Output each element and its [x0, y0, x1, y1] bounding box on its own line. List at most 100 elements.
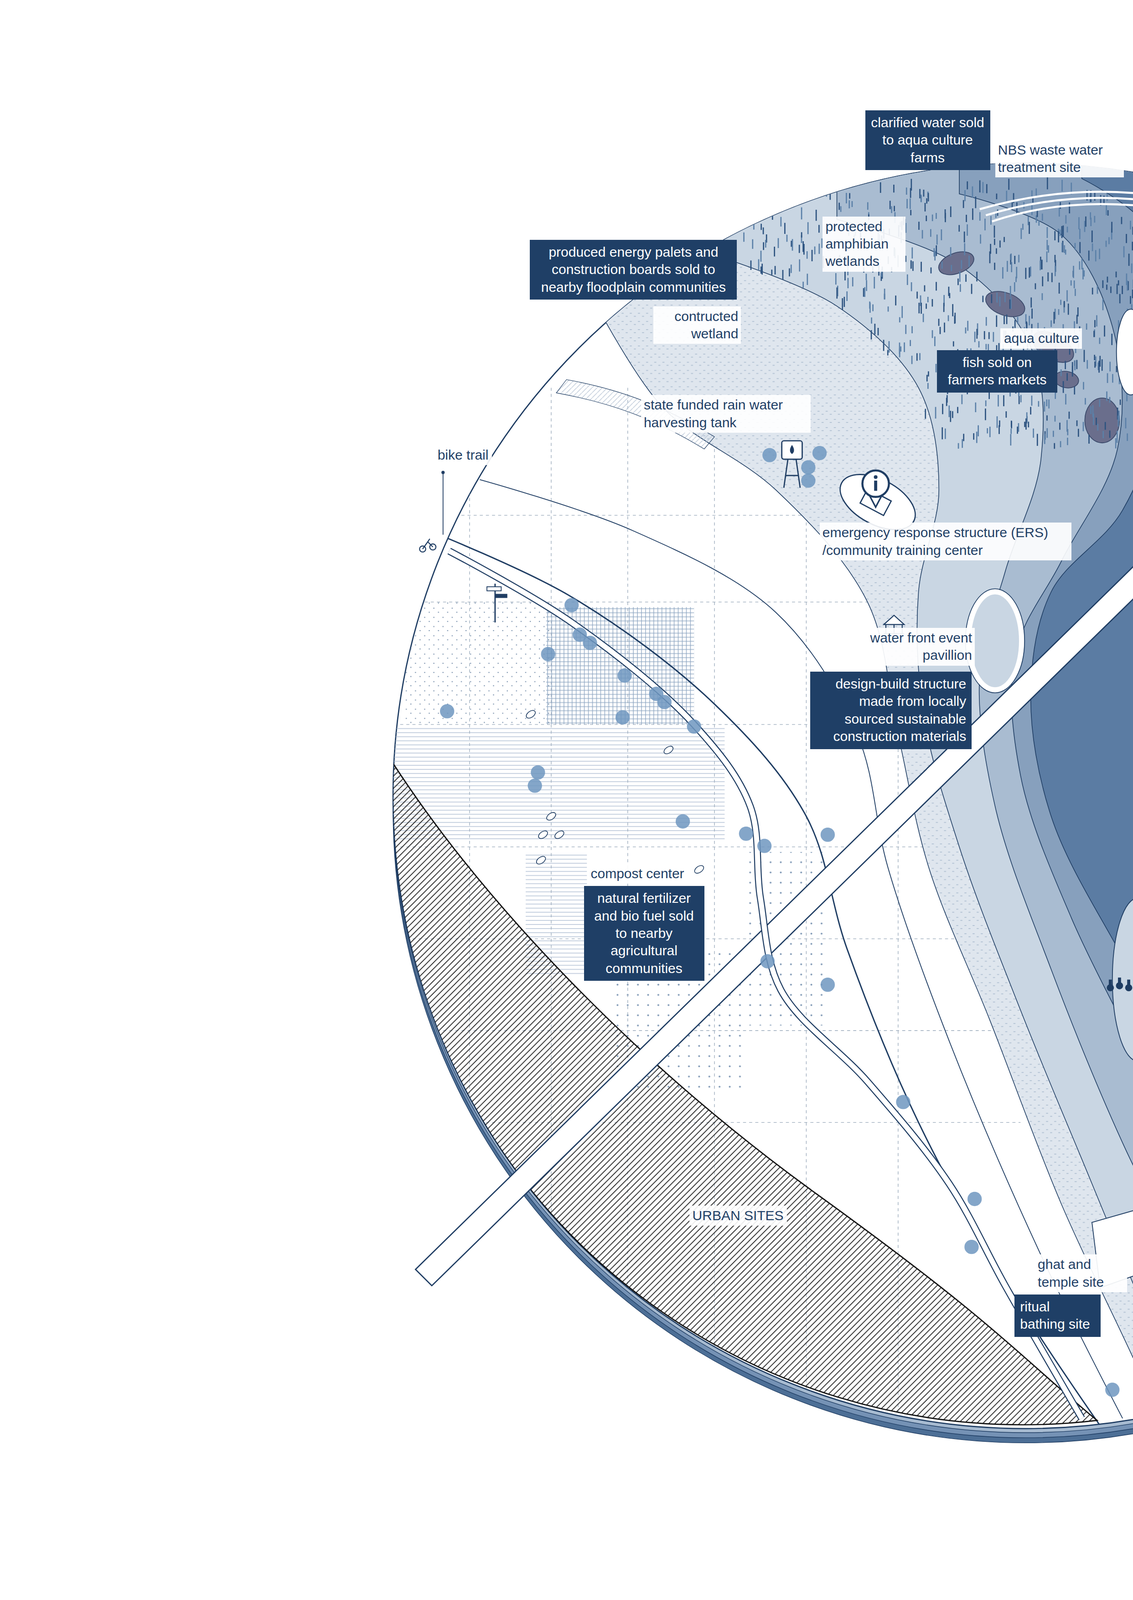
tree-dot [530, 765, 545, 780]
tree-mark [841, 298, 844, 311]
tree-mark [926, 374, 928, 382]
tree-mark [1091, 287, 1094, 295]
tree-mark [1065, 249, 1067, 255]
tree-mark [801, 207, 803, 220]
info-box: water front event pavilliondesign-build … [810, 671, 972, 750]
illustration-part [486, 586, 502, 591]
tree-mark [997, 394, 999, 407]
tree-mark [1119, 294, 1121, 304]
tree-mark [948, 405, 950, 418]
tree-mark [1053, 311, 1056, 324]
tree-dot [1105, 1382, 1120, 1397]
tree-mark [1030, 297, 1032, 308]
tree-mark [1022, 223, 1024, 230]
tree-mark [1126, 280, 1128, 291]
tree-mark [1093, 329, 1096, 337]
tree-mark [754, 182, 756, 190]
tree-mark [777, 237, 780, 249]
map-label: contructed wetland [653, 306, 741, 345]
tree-mark [998, 342, 1000, 351]
tree-dot [675, 814, 690, 829]
tree-mark [867, 202, 869, 211]
tree-mark [1068, 411, 1071, 420]
tree-mark [1131, 241, 1133, 251]
tree-mark [766, 206, 768, 213]
tree-mark [1043, 401, 1046, 412]
tree-mark [1041, 259, 1043, 270]
tree-mark [935, 212, 937, 219]
illustration-part [790, 444, 795, 455]
tree-mark [930, 267, 932, 274]
tree-mark [1018, 423, 1020, 432]
tree-mark [941, 403, 944, 415]
tree-mark [1132, 226, 1133, 235]
tree-mark [1020, 394, 1022, 403]
tree-mark [760, 223, 762, 231]
tree-mark [888, 341, 890, 353]
tree-mark [1029, 266, 1032, 277]
illustration-part [783, 459, 801, 488]
tree-mark [959, 270, 961, 282]
tree-mark [1029, 406, 1032, 415]
tree-mark [1078, 217, 1080, 230]
aquaculture-pond [935, 247, 978, 280]
tree-mark [1098, 248, 1101, 259]
tree-mark [996, 416, 999, 428]
box-text: clarified water sold to aqua culture far… [870, 113, 985, 167]
tree-mark [791, 238, 794, 251]
tree-mark [798, 244, 801, 254]
tree-mark [1050, 320, 1052, 328]
illustration-part [1117, 977, 1122, 983]
bike-icon [419, 538, 436, 553]
tree-mark [935, 406, 937, 419]
tree-mark [1077, 307, 1079, 317]
tree-mark [806, 251, 808, 259]
tree-mark [976, 431, 978, 444]
tree-mark [847, 278, 849, 289]
tree-mark [986, 184, 988, 194]
tree-mark [1066, 226, 1069, 233]
tree-mark [790, 240, 792, 247]
tree-mark [1110, 286, 1112, 293]
tree-dot [760, 953, 775, 968]
tree-mark [796, 184, 798, 191]
tree-mark [1077, 428, 1080, 437]
tree-mark [1016, 426, 1019, 435]
leaf-icon [524, 708, 537, 720]
tree-mark [1079, 242, 1081, 254]
tree-mark [1106, 284, 1108, 290]
map-label: emergency response structure (ERS) /comm… [819, 522, 1072, 561]
tree-mark [1082, 421, 1085, 431]
tree-mark [909, 198, 911, 210]
illustration-part [1127, 979, 1131, 985]
tree-mark [925, 303, 927, 310]
tree-mark [748, 211, 750, 218]
tree-mark [811, 249, 813, 262]
tree-mark [753, 195, 755, 207]
tree-mark [1051, 272, 1053, 283]
tree-mark [1060, 299, 1062, 305]
tree-mark [869, 302, 871, 313]
tree-mark [1096, 285, 1099, 294]
tree-mark [1044, 433, 1046, 444]
tree-mark [972, 208, 974, 220]
tree-mark [763, 212, 765, 220]
tree-mark [935, 245, 937, 256]
tree-mark [1073, 280, 1076, 289]
tree-mark [879, 182, 882, 193]
field-texture [403, 601, 551, 725]
tree-mark [1102, 299, 1104, 311]
illustration-part [883, 615, 905, 625]
tree-mark [943, 322, 946, 333]
tree-mark [1061, 226, 1063, 238]
tree-mark [1009, 285, 1012, 297]
tree-mark [1058, 282, 1061, 294]
tree-mark [762, 227, 765, 235]
tree-mark [1121, 217, 1123, 225]
tree-mark [714, 215, 716, 224]
tree-mark [798, 188, 801, 197]
tree-mark [751, 239, 754, 249]
tree-mark [836, 287, 838, 299]
tree-mark [1107, 210, 1109, 216]
tree-mark [1105, 204, 1108, 215]
